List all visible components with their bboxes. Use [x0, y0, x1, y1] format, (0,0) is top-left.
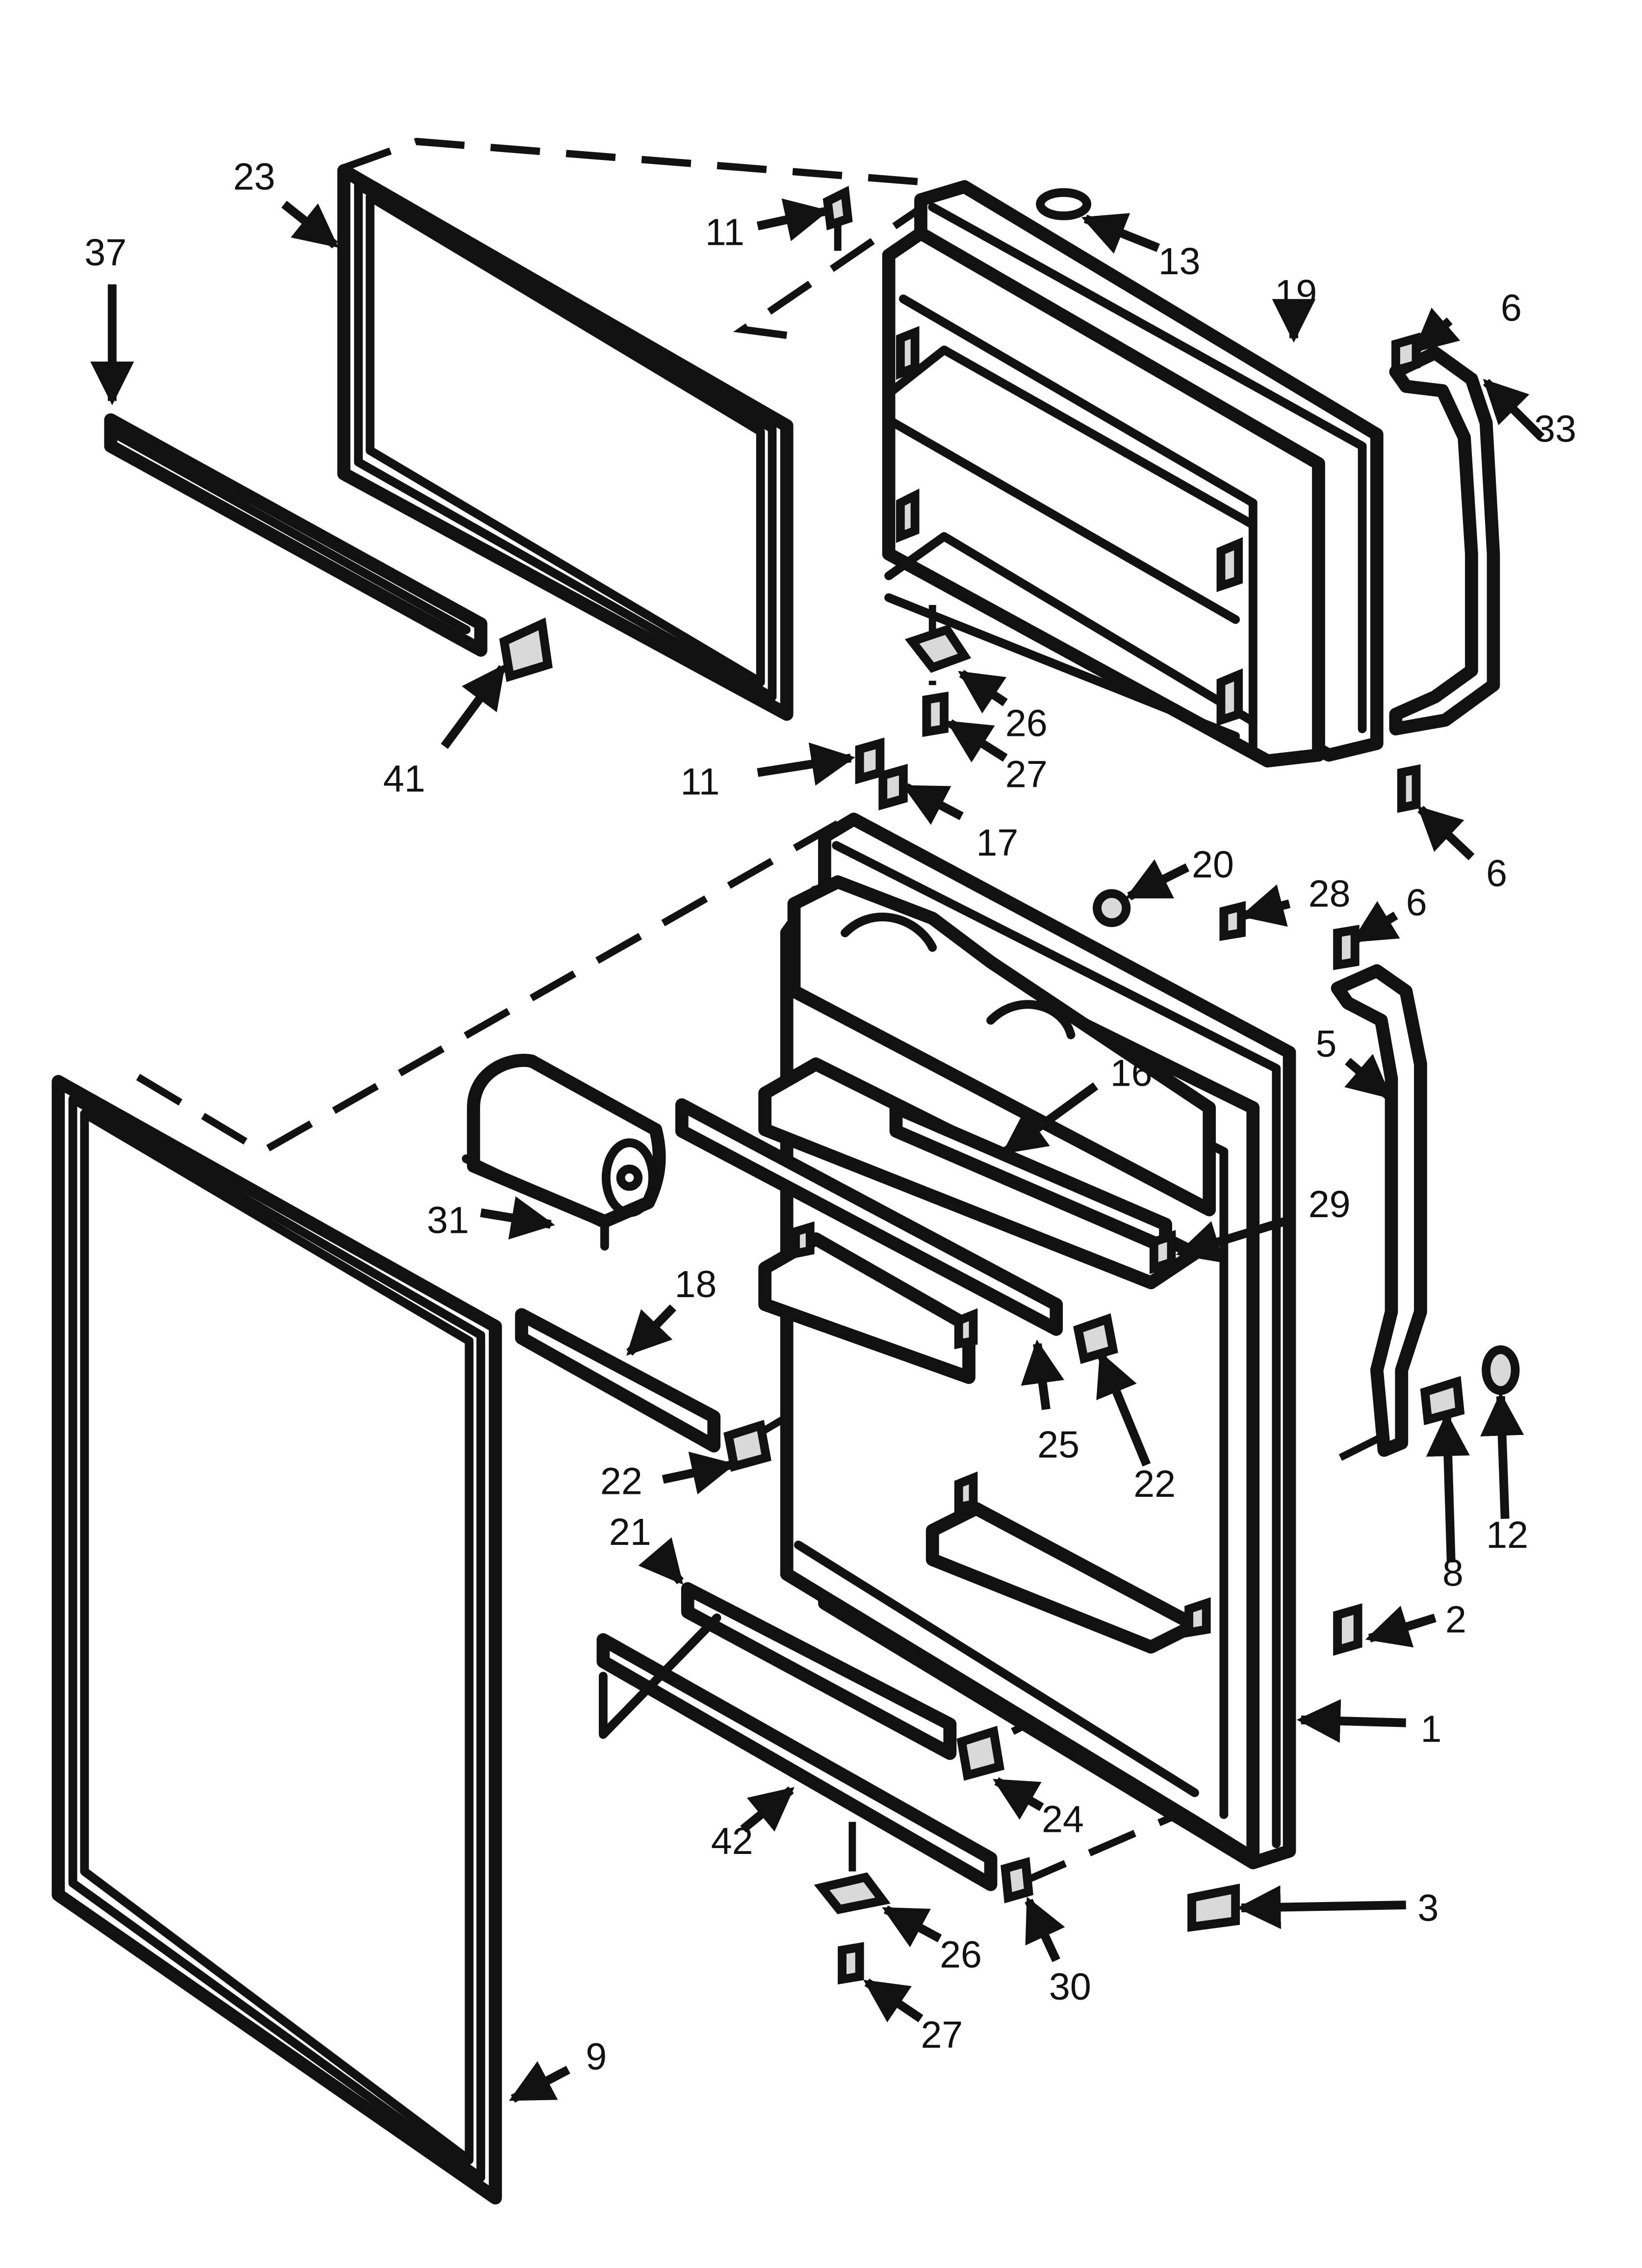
callout-6-lower: 6	[1406, 882, 1427, 924]
callout-20: 20	[1192, 844, 1234, 886]
callout-33: 33	[1534, 408, 1576, 450]
callout-19: 19	[1275, 272, 1317, 314]
fresh-food-door-gasket	[51, 1075, 502, 2205]
callout-22-right: 22	[1133, 1463, 1176, 1505]
callout-labels: 1 2 3 5 6 6 6 8 9 11 11 12 13 16 17 18 1…	[84, 156, 1576, 2078]
callout-8: 8	[1442, 1552, 1463, 1594]
shelf-trim-42	[596, 1613, 998, 1891]
callout-30: 30	[1049, 1966, 1091, 2008]
callout-25: 25	[1037, 1424, 1079, 1466]
fresh-food-handle	[1331, 964, 1427, 1457]
callout-6-top: 6	[1501, 287, 1522, 329]
callout-31: 31	[427, 1199, 469, 1242]
callout-6-middle: 6	[1486, 852, 1507, 894]
callout-28: 28	[1308, 873, 1351, 915]
callout-17: 17	[976, 822, 1018, 864]
callout-27-top: 27	[1005, 753, 1048, 795]
callout-22-left: 22	[600, 1460, 642, 1502]
lower-door-shelf	[925, 1471, 1211, 1654]
callout-29: 29	[1308, 1183, 1351, 1225]
freezer-door-liner	[882, 180, 1384, 768]
callout-27-bottom: 27	[921, 2014, 963, 2056]
callout-5: 5	[1316, 1023, 1337, 1065]
callout-11-top: 11	[705, 211, 744, 253]
freezer-handle	[1389, 346, 1500, 736]
callout-16: 16	[1110, 1052, 1153, 1094]
callout-24: 24	[1042, 1798, 1084, 1840]
callout-1: 1	[1420, 1708, 1441, 1750]
callout-26-bottom: 26	[940, 1934, 982, 1976]
shelf-end-cap-41	[499, 617, 553, 682]
leader-arrows	[90, 198, 1545, 2103]
middle-door-shelf	[758, 1221, 978, 1384]
utility-bin	[462, 1054, 666, 1251]
shelf-trim-18	[515, 1308, 721, 1453]
callout-26-top: 26	[1005, 702, 1048, 744]
callout-9: 9	[586, 2036, 607, 2078]
callout-11-middle: 11	[680, 760, 719, 803]
callout-2: 2	[1445, 1598, 1466, 1641]
callout-23: 23	[233, 156, 275, 198]
callout-12: 12	[1486, 1514, 1528, 1556]
callout-18: 18	[674, 1263, 717, 1305]
freezer-shelf-trim	[104, 413, 487, 657]
callout-37: 37	[84, 232, 127, 274]
shelf-trim-21	[681, 1582, 957, 1760]
callout-41: 41	[383, 757, 425, 800]
dairy-bin	[787, 875, 1216, 1217]
freezer-door-gasket	[337, 164, 794, 721]
callout-3: 3	[1418, 1887, 1439, 1929]
callout-21: 21	[609, 1511, 651, 1553]
door-shelf-trim-25	[675, 1098, 1063, 1336]
callout-13: 13	[1158, 240, 1201, 283]
fresh-food-hardware	[814, 737, 1520, 1985]
callout-42: 42	[711, 1820, 753, 1862]
upper-door-shelf	[758, 1057, 1202, 1289]
